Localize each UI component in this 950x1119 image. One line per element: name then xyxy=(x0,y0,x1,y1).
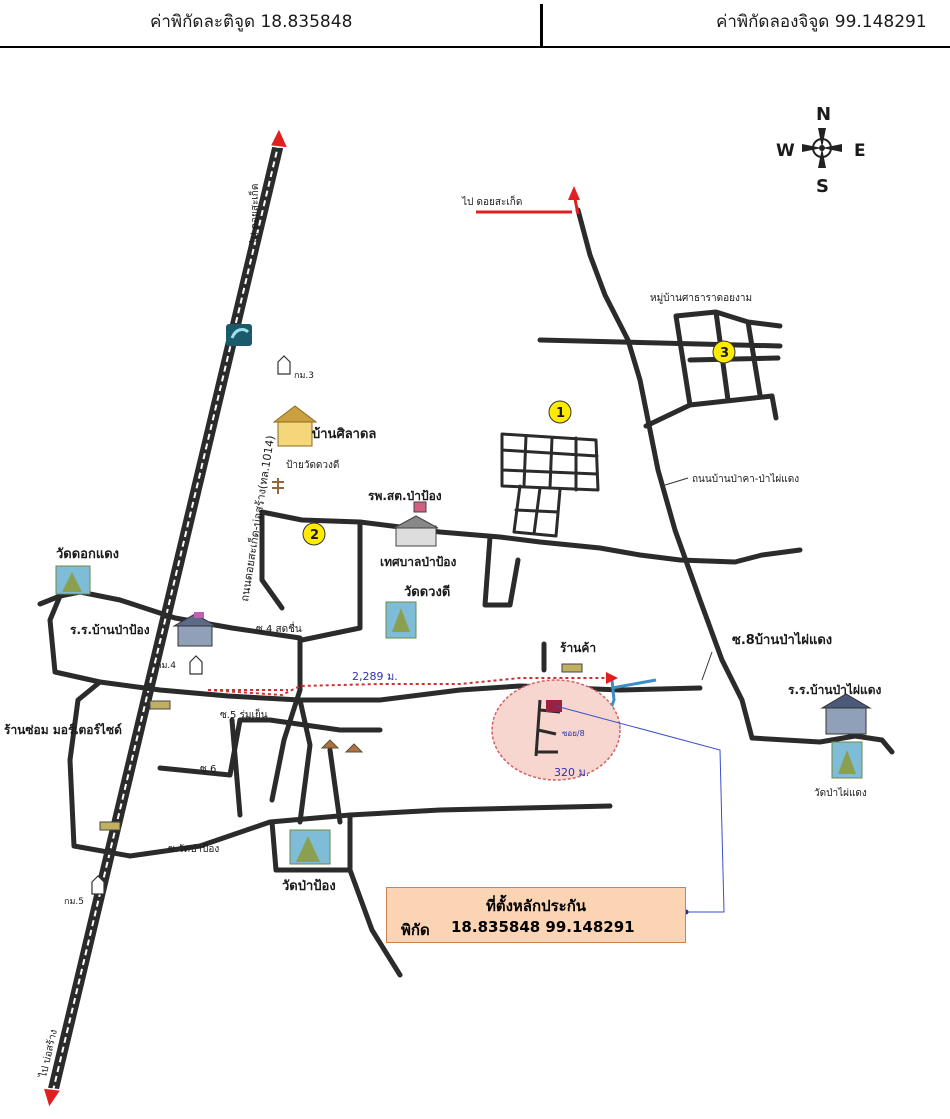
to-doi-saket-road-label: ไป ดอยสะเก็ด xyxy=(247,184,261,245)
soi-wat-label: ซ.วัดป่าป้อง xyxy=(168,843,219,855)
soi4-label: ซ.4 สดชื่น xyxy=(256,621,302,635)
wat-duang-di-sign-label: ป้ายวัดดวงดี xyxy=(286,459,339,471)
wat-pa-pong-label: วัดป่าป้อง xyxy=(282,878,336,894)
info-box-title: ที่ตั้งหลักประกัน xyxy=(485,897,587,915)
sign-post-icon xyxy=(272,478,284,494)
village-group-label: หมู่บ้านศาธาราดอยงาม xyxy=(650,292,752,304)
latitude-text: ค่าพิกัดละติจูด 18.835848 xyxy=(150,12,353,32)
distance-2-label: 320 ม. xyxy=(554,766,589,779)
shop-label: ร้านค้า xyxy=(560,641,596,655)
header-divider xyxy=(540,4,543,46)
km-post-icon xyxy=(91,355,291,895)
collateral-info-box: ที่ตั้งหลักประกัน พิกัด 18.835848 99.148… xyxy=(386,887,686,943)
soi5-label: ซ.5 ร่มเย็น xyxy=(220,707,268,721)
road-pa-ka-label: ถนนบ้านป่าคา-ป่าไผ่แดง xyxy=(692,473,799,485)
longitude-text: ค่าพิกัดลองจิจูด 99.148291 xyxy=(716,12,927,32)
houses-icon xyxy=(320,739,364,753)
wat-dok-daeng-label: วัดดอกแดง xyxy=(56,547,119,562)
soi8-label-pointer xyxy=(701,651,713,681)
marker-3: 3 xyxy=(712,340,736,364)
highway-label: ถนนดอยสะเก็ด-บ่อสร้าง(ทล.1014) xyxy=(237,434,277,602)
temple-icon-duang-di xyxy=(385,601,417,639)
road-label-pointer xyxy=(661,477,689,487)
school-icon-pa-pong xyxy=(172,612,218,647)
wat-duang-di-label: วัดดวงดี xyxy=(404,584,450,600)
location-highlight xyxy=(491,679,621,781)
leader-line xyxy=(555,705,725,913)
to-doi-saket-label: ไป ดอยสะเก็ด xyxy=(461,194,522,208)
small-soi-label: ซอย/8 xyxy=(562,729,585,738)
school-pa-phai-label: ร.ร.บ้านป่าไผ่แดง xyxy=(788,682,882,697)
svg-text:2: 2 xyxy=(310,528,319,543)
km3-label: กม.3 xyxy=(294,371,314,381)
temple-icon-pa-pong xyxy=(289,829,331,865)
temple-icon-dok-daeng xyxy=(55,565,91,595)
header-rule xyxy=(0,46,950,48)
distance-1-label: 2,289 ม. xyxy=(352,670,398,683)
main-highway xyxy=(41,126,290,1110)
arrow-south-icon xyxy=(41,1087,63,1110)
municipality-label: เทศบาลป่าป้อง xyxy=(380,555,457,569)
stream-branch xyxy=(611,678,657,690)
compass-rose: N S E W xyxy=(776,104,866,197)
school-pa-pong-label: ร.ร.บ้านป่าป้อง xyxy=(70,623,150,637)
soi6-label: ซ.6 xyxy=(200,764,216,775)
info-box-coordinates: 18.835848 99.148291 xyxy=(451,918,635,936)
km4-label: กม.4 xyxy=(156,661,176,671)
hospital-icon xyxy=(413,501,427,513)
school-icon-pa-phai xyxy=(820,693,872,735)
signboard-icon xyxy=(226,324,252,346)
marker-2: 2 xyxy=(302,522,326,546)
svg-text:3: 3 xyxy=(720,346,729,361)
baan-sinlapa-label: บ้านศิลาดล xyxy=(312,426,376,442)
info-box-coord-label: พิกัด xyxy=(401,921,430,939)
temple-icon-pa-phai xyxy=(831,741,863,779)
compass-west: W xyxy=(776,141,795,161)
soi8-label: ซ.8บ้านป่าไผ่แดง xyxy=(732,631,832,648)
compass-east: E xyxy=(854,141,866,161)
marker-1: 1 xyxy=(548,400,572,424)
wat-pa-phai-label: วัดป่าไผ่แดง xyxy=(814,787,867,799)
property-marker xyxy=(546,700,562,712)
repair-shop-label: ร้านซ่อม มอร์เตอร์ไซด์ xyxy=(4,722,122,737)
shop-icon xyxy=(99,663,583,831)
road-network xyxy=(37,207,895,978)
arrow-up-icon xyxy=(568,186,580,200)
municipality-icon xyxy=(393,515,439,547)
compass-north: N xyxy=(816,104,831,125)
svg-text:1: 1 xyxy=(556,406,565,421)
compass-south: S xyxy=(816,176,829,197)
hospital-label: รพ.สต.ป่าป้อง xyxy=(368,489,442,503)
arrow-north-icon xyxy=(268,126,290,149)
route-path xyxy=(207,672,618,697)
km5-label: กม.5 xyxy=(64,897,84,907)
coordinate-header: ค่าพิกัดละติจูด 18.835848 ค่าพิกัดลองจิจ… xyxy=(0,0,950,48)
house-icon xyxy=(272,405,318,447)
